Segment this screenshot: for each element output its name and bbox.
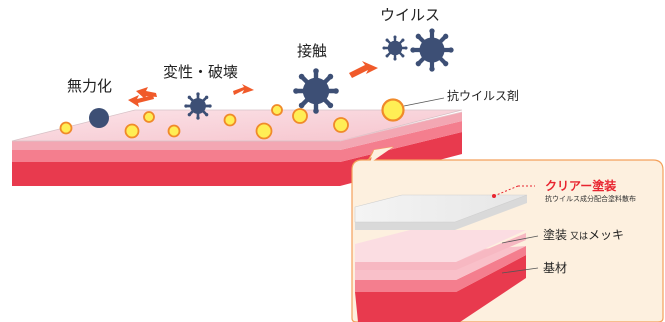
particle — [143, 111, 155, 123]
particle — [223, 113, 237, 127]
label-or: 又は — [570, 232, 589, 242]
label-clear-coat-sub: 抗ウイルス成分配合塗料散布 — [545, 195, 636, 203]
label-paint: 塗装 — [543, 228, 568, 242]
label-paint-or-plating: 塗装又はメッキ — [543, 229, 624, 242]
label-contact: 接触 — [297, 42, 328, 60]
particle — [271, 104, 283, 116]
particle — [381, 98, 405, 122]
inactivated-virus — [89, 108, 109, 128]
particle — [167, 124, 181, 138]
antiviral-particles — [59, 98, 405, 140]
callout-leaders — [492, 185, 539, 274]
virus-incoming-small — [382, 35, 407, 60]
slab-mid-layer — [12, 121, 462, 162]
exploded-layers — [354, 194, 528, 322]
paint-layer-top — [355, 230, 526, 262]
substrate-front — [355, 255, 526, 322]
arrow-icon — [349, 61, 378, 78]
slab-top-layer — [12, 112, 462, 150]
label-plating: メッキ — [588, 228, 625, 242]
slab-bottom-layer — [12, 132, 462, 186]
particle — [333, 117, 349, 133]
virus-denatured — [184, 92, 211, 119]
substrate-mid — [355, 246, 526, 292]
label-inactivate: 無力化 — [67, 77, 113, 95]
arrow-icon — [233, 84, 254, 95]
label-substrate: 基材 — [543, 261, 568, 275]
particle — [255, 122, 273, 140]
paint-layer-side — [355, 233, 526, 270]
label-clear-coat: クリアー塗装 — [545, 179, 617, 193]
particle — [124, 123, 140, 139]
main-slab — [11, 109, 463, 186]
label-virus: ウイルス — [380, 6, 441, 24]
flow-arrows — [128, 61, 378, 107]
virus-contact — [293, 68, 339, 114]
particle — [59, 121, 73, 135]
particle — [292, 108, 308, 124]
label-antiviral-agent: 抗ウイルス剤 — [447, 89, 520, 103]
arrow-icon — [128, 95, 154, 107]
clear-coat-side — [355, 195, 527, 230]
leader-line — [403, 97, 445, 107]
label-denature: 変性・破壊 — [163, 63, 239, 81]
clear-coat-top — [354, 194, 528, 223]
virus-incoming-large — [410, 28, 453, 71]
